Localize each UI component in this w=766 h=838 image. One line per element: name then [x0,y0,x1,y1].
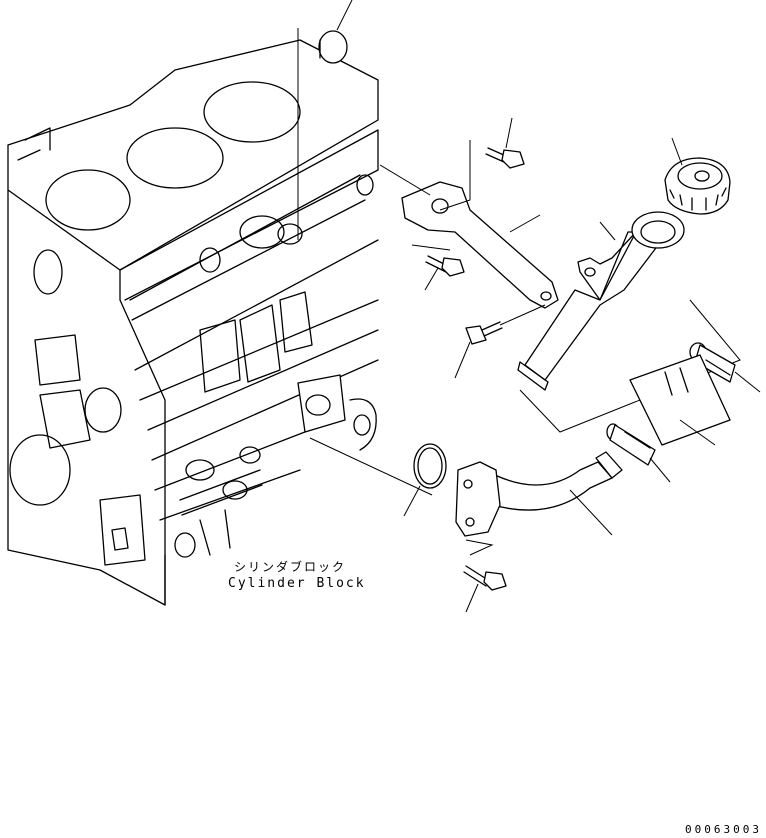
bolt-bottom [464,566,506,590]
bolt-mid [426,256,464,276]
leader-bracket [510,215,540,232]
cylinder-block-label-en: Cylinder Block [228,576,366,591]
leader-bracket-group [440,140,470,210]
oil-filler-tube [518,212,684,390]
leader-cap [337,0,352,30]
leader-bolt-bottom-group [466,540,492,555]
bolt-upper [486,148,524,168]
leader-bolt-bracket [500,305,545,325]
leader-o-ring [404,486,420,516]
leader-bolt-mid [425,268,438,290]
leader-filler-tube [600,222,615,240]
leader-elbow [570,490,612,535]
elbow-pipe [456,452,622,536]
o-ring [414,444,446,488]
leader-clamp [650,458,670,482]
plug-cap [319,31,347,63]
bracket [402,182,558,308]
leader-hose [680,420,715,445]
drawing-code: 00063003 [685,823,762,836]
leader-block-bracket [380,165,430,195]
leader-bolt-mid-group [412,245,450,250]
cylinder-block [8,40,378,605]
leader-elbow-block [310,438,432,495]
hose-clamp [607,424,655,465]
bolt-lower [466,322,502,344]
oil-filler-cap [665,158,730,214]
cylinder-block-label-jp: シリンダブロック [234,560,347,574]
hose [630,355,730,445]
leader-filler-cap [672,138,682,165]
leader-bolt-bottom [466,584,478,612]
leader-bolt-upper [506,118,512,148]
leader-bolt-lower [455,342,470,378]
leader-fitting-right [735,372,760,392]
